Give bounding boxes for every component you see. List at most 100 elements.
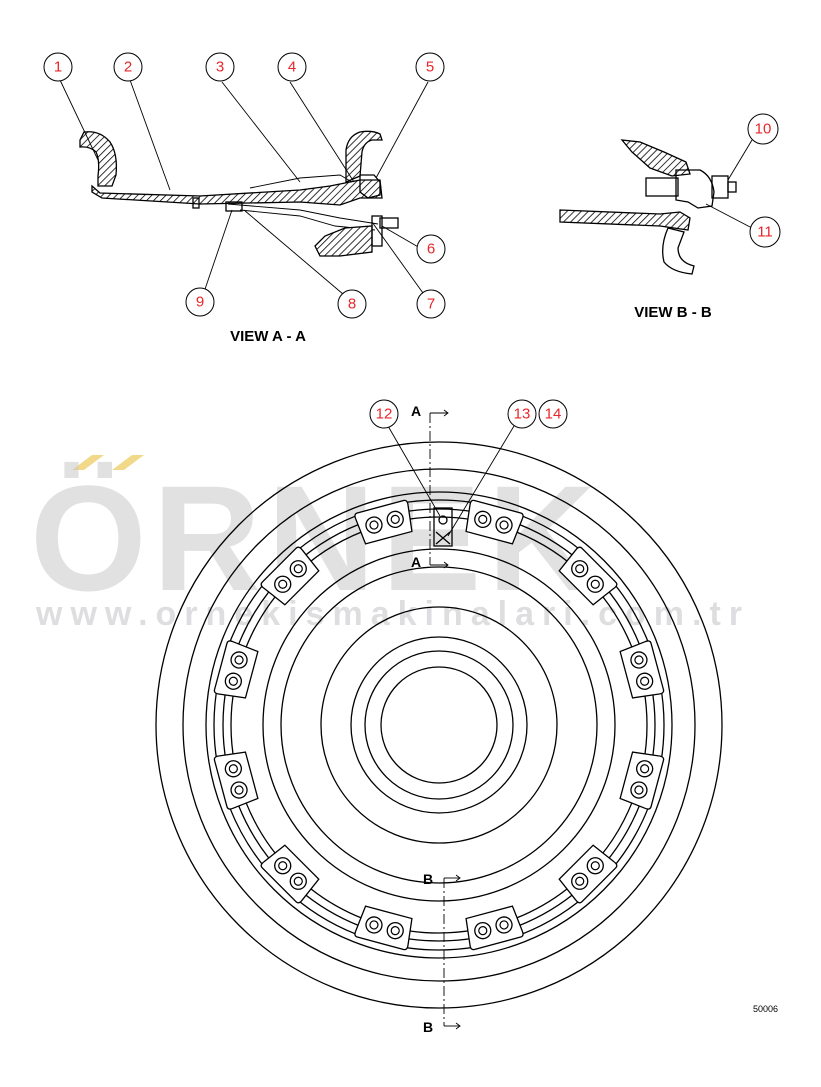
clamp-lug (465, 499, 524, 545)
leader-10 (727, 139, 753, 181)
svg-text:6: 6 (427, 241, 435, 258)
callout-6: 6 (416, 234, 446, 264)
lug-stud (228, 764, 238, 774)
vb-bolt-end (727, 181, 737, 193)
clamp-lug (619, 751, 665, 810)
view-b-b: VIEW B - B (559, 139, 753, 321)
vb-clamp-block (645, 177, 679, 197)
lug-stud (499, 920, 509, 930)
drawing-number: 50006 (753, 1004, 778, 1014)
wheel-front-view: A A B B (155, 403, 723, 1035)
lug-nut (365, 516, 383, 534)
clamp-lug (465, 905, 524, 951)
lug-stud (575, 876, 585, 886)
section-b-bottom: B (423, 1019, 433, 1035)
tire-outer (155, 441, 723, 1009)
leader-6 (381, 225, 421, 249)
hub-section (314, 225, 373, 257)
lug-stud (278, 861, 288, 871)
lug-nut (571, 872, 589, 890)
section-a-top: A (411, 403, 421, 419)
lug-nut (635, 760, 654, 778)
callout-9: 9 (185, 287, 215, 317)
rim-ring-3 (262, 548, 616, 902)
view-b-b-label: VIEW B - B (634, 304, 712, 321)
lug-stud (634, 785, 644, 795)
watermark-accent-left (72, 455, 104, 470)
view-a-a: VIEW A - A (59, 79, 429, 345)
callout-11: 11 (749, 216, 781, 248)
callout-4: 4 (277, 52, 307, 82)
lug-stud (634, 655, 644, 665)
leader-11 (705, 203, 753, 229)
leader-4 (289, 81, 355, 183)
clamp-lug (354, 499, 413, 545)
lug-stud (369, 520, 379, 530)
lug-nut (474, 921, 492, 940)
svg-text:8: 8 (348, 296, 356, 313)
callout-14: 14 (538, 399, 568, 429)
lug-stud (590, 861, 600, 871)
clamp-lug (558, 844, 618, 904)
leader-13 (447, 425, 515, 537)
svg-text:9: 9 (196, 294, 204, 311)
lug-stud (293, 564, 303, 574)
svg-text:1: 1 (54, 59, 62, 76)
lug-nut (386, 921, 404, 940)
vb-lower-flange (662, 227, 695, 275)
hub-bolt-head (371, 215, 383, 247)
lug-nut (630, 781, 648, 799)
lug-stud (478, 926, 488, 936)
callout-7: 7 (416, 289, 446, 319)
rim-edge-outer (205, 491, 673, 959)
lug-nut (274, 857, 292, 875)
clamp-lug (619, 640, 665, 699)
valve-cap (379, 217, 399, 229)
svg-text:12: 12 (376, 406, 393, 423)
leader-7 (371, 221, 429, 301)
section-line-b: B B (423, 871, 461, 1035)
clamp-lug (260, 546, 320, 606)
valve-stem (227, 203, 379, 225)
rim-flange-right (345, 130, 383, 183)
hub-ring-outer (320, 606, 558, 844)
section-line-a: A A (411, 403, 453, 570)
callout-5: 5 (415, 52, 445, 82)
hub-ring-mid (350, 636, 528, 814)
vb-rim-base (559, 209, 691, 231)
vb-bolt (711, 175, 729, 199)
svg-text:14: 14 (545, 406, 562, 423)
callout-13: 13 (507, 399, 537, 429)
svg-text:4: 4 (288, 59, 296, 76)
disc-ring (280, 566, 598, 884)
leader-2 (129, 79, 171, 191)
watermark-accent-right (112, 455, 144, 470)
lug-nut (224, 672, 243, 690)
lug-stud (234, 655, 244, 665)
lug-nut (230, 651, 248, 669)
clamp-lug (213, 640, 259, 699)
rim-base (91, 179, 383, 206)
lug-stud (640, 764, 650, 774)
lug-nut (635, 672, 654, 690)
leader-5 (375, 81, 429, 179)
lug-nut (289, 560, 307, 578)
lug-stud (293, 876, 303, 886)
leader-1 (59, 79, 99, 161)
clamp-lug (213, 751, 259, 810)
lug-stud (278, 579, 288, 589)
lug-nut (274, 575, 292, 593)
hub-ring-inner (364, 650, 514, 800)
lug-nut (586, 575, 604, 593)
lug-stud (234, 785, 244, 795)
lug-stud (640, 676, 650, 686)
callout-12: 12 (369, 399, 399, 429)
lug-stud (390, 514, 400, 524)
lug-nut (495, 916, 513, 934)
lug-nut (474, 510, 492, 529)
watermark-url: www.ornekismakinalari.com.tr (35, 595, 750, 633)
leader-3 (221, 81, 301, 183)
svg-text:2: 2 (124, 59, 132, 76)
rim-stub (192, 197, 200, 209)
